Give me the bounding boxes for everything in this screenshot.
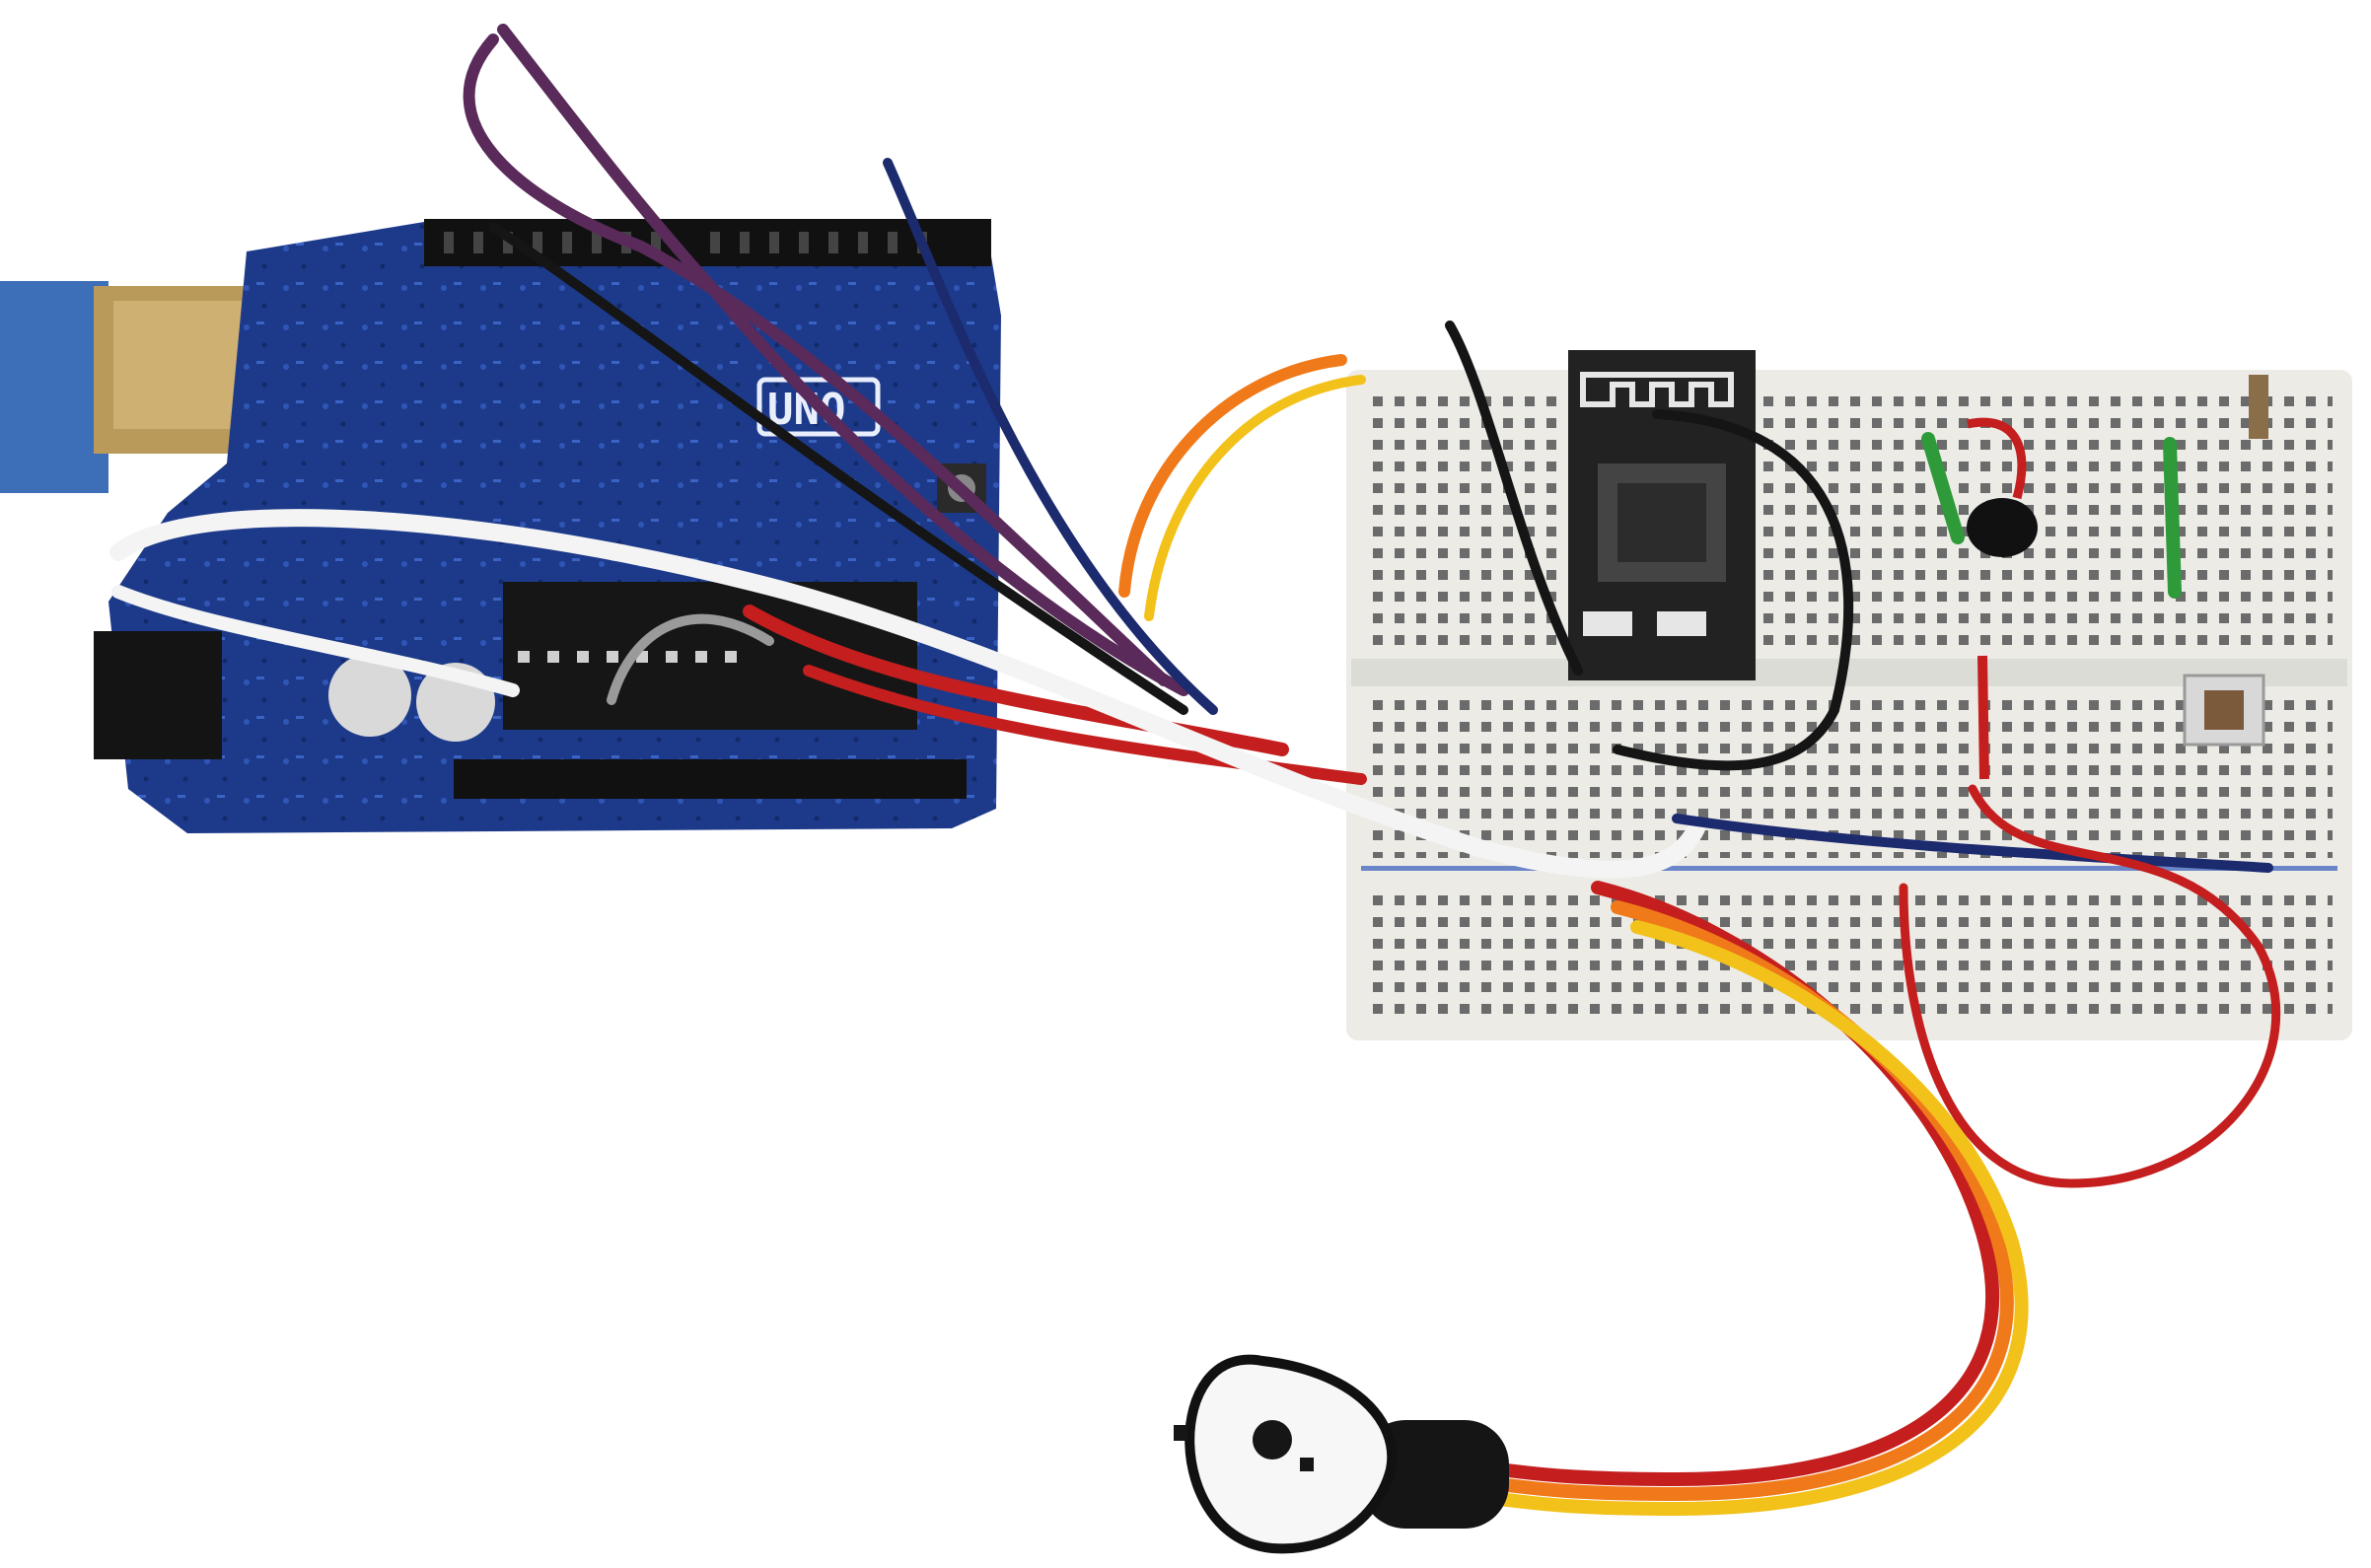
wire-purple <box>497 24 1189 696</box>
sensor-wire-yellow <box>1492 920 2029 1517</box>
wire-purple <box>463 34 1170 686</box>
sensor-led <box>1253 1420 1292 1460</box>
power-analog-header <box>454 759 967 799</box>
wire-navy <box>1672 814 2273 873</box>
sensor-cable-sleeve <box>1361 1420 1509 1529</box>
power-jack <box>94 631 222 759</box>
power-rail-blue-line <box>1361 866 2337 871</box>
esp8266-module <box>1568 350 1756 680</box>
components <box>1921 375 2268 780</box>
wire-white <box>109 509 1705 879</box>
wire-black <box>1445 321 1583 676</box>
wire-black <box>488 222 1188 715</box>
resistor-green <box>1921 432 1965 544</box>
pulse-sensor <box>1174 1354 1509 1554</box>
wire-black <box>1613 409 1854 771</box>
crystal <box>2249 375 2268 439</box>
wire-white <box>111 585 520 697</box>
wire-grey <box>607 613 774 705</box>
wire-orange <box>1118 354 1347 598</box>
sensor-body <box>1185 1354 1398 1554</box>
usb-cable <box>0 281 108 493</box>
resistor-green <box>2163 437 2182 599</box>
transistor <box>1967 498 2038 557</box>
capacitor <box>328 654 411 737</box>
breadboard-holes-bottom <box>1361 690 2333 858</box>
wire-navy <box>883 158 1218 715</box>
wires <box>109 24 2281 1517</box>
power-rails <box>1361 888 2333 1016</box>
wire-yellow <box>1144 375 1366 621</box>
wire-red <box>1899 784 2281 1188</box>
center-channel <box>1351 659 2347 686</box>
